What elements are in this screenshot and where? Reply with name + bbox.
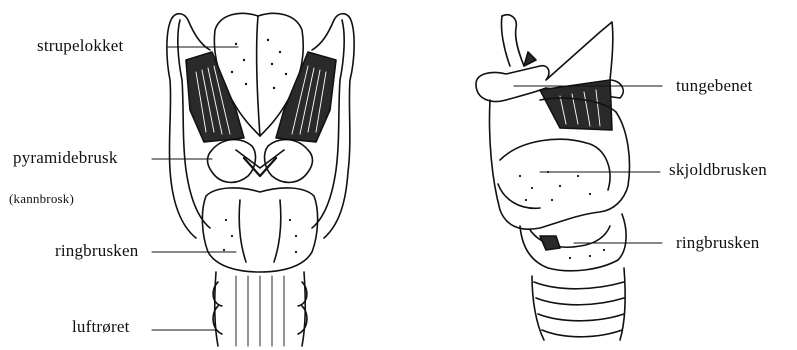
- larynx-side-view: [476, 15, 630, 340]
- label-kannbrosk: (kannbrosk): [9, 192, 74, 205]
- larynx-front-view: [167, 13, 354, 346]
- label-ringbrusken-right: ringbrusken: [676, 234, 759, 251]
- label-pyramidebrusk: pyramidebrusk: [13, 149, 118, 166]
- label-strupelokket: strupelokket: [37, 37, 123, 54]
- label-tungebenet: tungebenet: [676, 77, 753, 94]
- label-luftroret: luftrøret: [72, 318, 130, 335]
- label-ringbrusken-left: ringbrusken: [55, 242, 138, 259]
- label-skjoldbrusken: skjoldbrusken: [669, 161, 767, 178]
